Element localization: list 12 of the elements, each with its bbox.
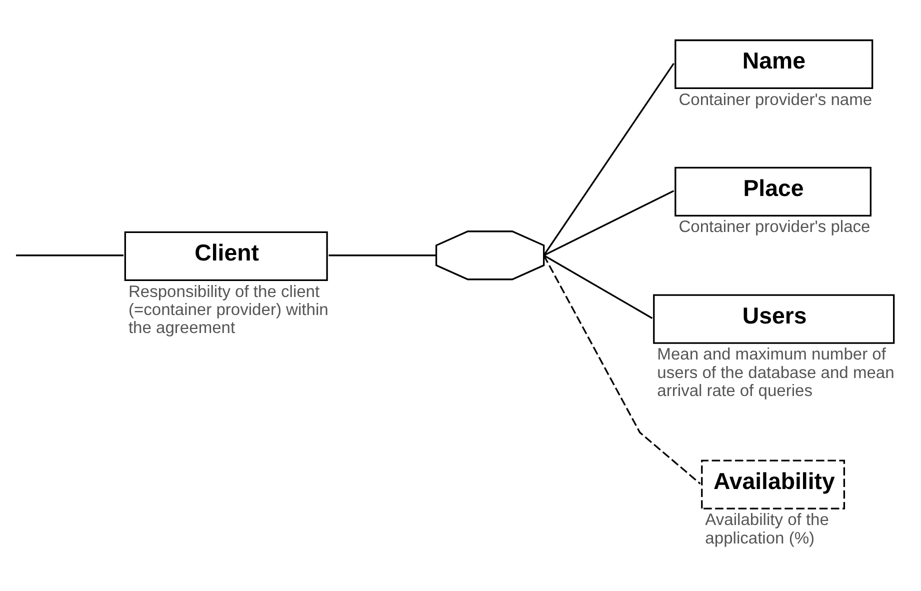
connector (543, 254, 701, 484)
node-label: Container provider's place (678, 217, 870, 236)
connector (16, 254, 124, 256)
connector (543, 62, 674, 256)
connector (328, 254, 436, 256)
node-octagon (435, 230, 545, 280)
node-label: Availability of the application (%) (705, 510, 829, 548)
connector (543, 190, 674, 256)
connector (543, 254, 653, 319)
node-label: Responsibility of the client (=container provider) within the agreement (128, 282, 328, 338)
node-label: Mean and maximum number of users of the database and mean arrival rate of queries (657, 344, 894, 400)
node-label: Container provider's name (678, 90, 872, 109)
